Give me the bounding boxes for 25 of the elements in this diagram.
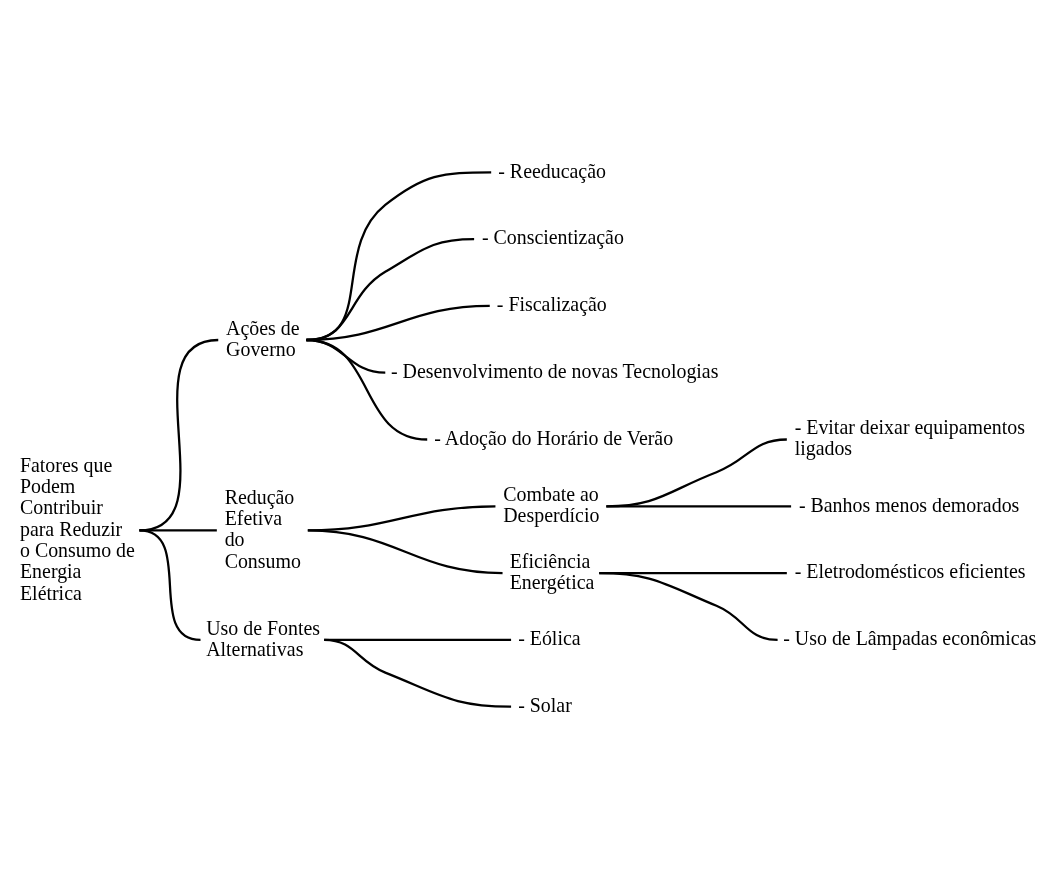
connector bbox=[307, 529, 503, 575]
connector bbox=[306, 338, 428, 441]
node-text: - Desenvolvimento de novas Tecnologias bbox=[390, 359, 719, 382]
node-text: - Banhos menos demorados bbox=[798, 493, 1020, 516]
connector bbox=[139, 529, 201, 642]
node-text: - Solar bbox=[518, 693, 572, 716]
node-text: - Evitar deixar equipamentos ligados bbox=[794, 416, 1025, 460]
connector bbox=[324, 638, 512, 708]
node-text: Ações de Governo bbox=[226, 316, 300, 360]
node-text: Redução Efetiva do Consumo bbox=[224, 485, 301, 572]
connector bbox=[606, 505, 792, 508]
node-text: - Reeducação bbox=[498, 159, 606, 182]
node-text: - Conscientização bbox=[481, 226, 624, 249]
node-text: - Uso de Lâmpadas econômicas bbox=[783, 627, 1037, 650]
connector bbox=[599, 571, 778, 642]
node-text: - Eólica bbox=[518, 627, 581, 650]
node-text: Eficiência Energética bbox=[509, 549, 595, 594]
node-text: - Adoção do Horário de Verão bbox=[434, 426, 674, 449]
connector bbox=[139, 529, 217, 532]
node-text: Combate ao Desperdício bbox=[503, 482, 600, 527]
node-text: Uso de Fontes Alternativas bbox=[206, 616, 321, 660]
node-text: Fatores que Podem Contribuir para Reduzir o Consumo de Energia Elétrica bbox=[19, 453, 135, 604]
node-text: - Eletrodomésticos eficientes bbox=[794, 560, 1026, 583]
connector bbox=[139, 338, 219, 532]
node-text: - Fiscalização bbox=[496, 293, 607, 316]
